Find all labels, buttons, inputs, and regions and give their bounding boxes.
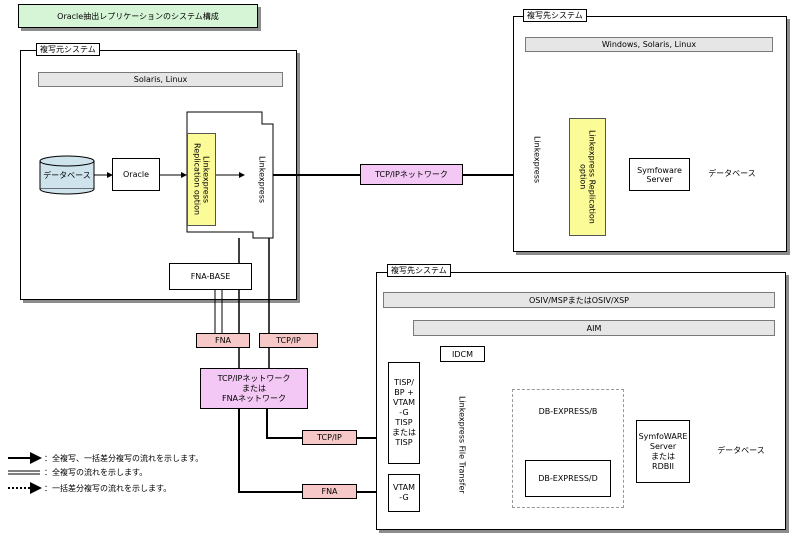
target-bottom-label: 複写先システム <box>387 264 451 277</box>
source-db-text: データベース <box>43 170 91 180</box>
db-express-b-text: DB-EXPRESS/B <box>538 406 598 416</box>
tisp-line: TISP <box>395 438 413 447</box>
target-top-db-label: データベース <box>703 164 761 182</box>
idcm-text: IDCM <box>451 349 473 359</box>
combined-network-line1: TCP/IPネットワーク <box>217 373 291 383</box>
target-top-replication-option: Linkexpress Replication option <box>569 118 606 236</box>
fna-tag-top-text: FNA <box>214 336 232 345</box>
tcpip-tag-bottom: TCP/IP <box>302 430 357 445</box>
tisp-line: BP + <box>394 388 414 397</box>
oracle-box: Oracle <box>112 158 160 191</box>
server-line: または <box>651 451 675 461</box>
diagram-title: Oracle抽出レプリケーションのシステム構成 <box>18 4 258 28</box>
fna-tag-bottom-text: FNA <box>321 487 338 496</box>
tisp-line: または <box>392 428 416 437</box>
source-linkexpress-text: Linkexpress <box>257 156 267 204</box>
tcpip-network-box: TCP/IPネットワーク <box>360 164 463 185</box>
server-line: RDBII <box>652 461 674 471</box>
source-system-label: 複写元システム <box>36 43 100 56</box>
db-express-b-label: DB-EXPRESS/B <box>512 404 624 418</box>
tisp-line: TISP <box>395 418 413 427</box>
vtam-line: VTAM <box>392 483 416 492</box>
server-line: Server <box>649 441 677 451</box>
vtam-line: -G <box>399 493 409 502</box>
target-top-panel <box>513 16 787 252</box>
source-os-text: Solaris, Linux <box>133 75 188 84</box>
diagram-title-text: Oracle抽出レプリケーションのシステム構成 <box>57 11 219 21</box>
source-db-cylinder <box>39 155 95 195</box>
fna-base-box: FNA-BASE <box>169 263 252 290</box>
source-os-bar: Solaris, Linux <box>38 72 283 87</box>
target-top-os-text: Windows, Solaris, Linux <box>601 40 697 49</box>
source-linkexpress-label: Linkexpress <box>252 125 272 235</box>
tcpip-tag-bottom-text: TCP/IP <box>317 433 342 442</box>
oracle-text: Oracle <box>122 170 150 179</box>
target-top-server-line2: Server <box>646 174 673 184</box>
aim-text: AIM <box>586 323 602 333</box>
target-top-db-text: データベース <box>708 168 756 178</box>
combined-network-line2: または <box>242 383 266 393</box>
file-transfer-text: Linkexpress File Transfer <box>457 396 467 494</box>
idcm-box: IDCM <box>440 346 485 362</box>
legend-item-full: ：全複写の流れを示します。 <box>44 468 148 477</box>
source-replication-option: Linkexpress Replication option <box>187 133 216 226</box>
source-db-label: データベース <box>40 166 94 184</box>
target-bottom-os-bar: OSIV/MSPまたはOSIV/XSP <box>383 292 775 308</box>
target-bottom-db-label: データベース <box>711 441 771 459</box>
tcpip-tag-top-text: TCP/IP <box>276 336 301 345</box>
fna-tag-bottom: FNA <box>302 484 357 499</box>
target-bottom-db-text: データベース <box>717 445 765 455</box>
aim-bar: AIM <box>413 320 775 336</box>
target-bottom-server-box: SymfoWARE Server または RDBII <box>636 420 690 483</box>
tisp-line: -G <box>399 408 409 417</box>
target-bottom-os-text: OSIV/MSPまたはOSIV/XSP <box>529 295 629 305</box>
combined-network-box: TCP/IPネットワーク または FNAネットワーク <box>200 368 308 409</box>
legend-item-full-and-diff: ：全複写、一括差分複写の流れを示します。 <box>44 454 204 463</box>
fna-tag-top: FNA <box>196 333 250 348</box>
target-top-os-bar: Windows, Solaris, Linux <box>525 37 773 52</box>
legend-item-diff: ：一括差分複写の流れを示します。 <box>44 484 172 493</box>
tisp-box: TISP/ BP + VTAM -G TISP または TISP <box>388 362 420 464</box>
target-top-replication-text: Linkexpress Replication option <box>578 130 597 224</box>
tcpip-tag-top: TCP/IP <box>259 333 318 348</box>
source-replication-text: Linkexpress Replication option <box>192 143 211 216</box>
target-top-server-box: Symfoware Server <box>629 158 690 191</box>
target-top-server-line1: Symfoware <box>637 165 682 175</box>
db-express-d-box: DB-EXPRESS/D <box>525 460 611 497</box>
target-top-linkexpress-label: Linkexpress <box>526 90 548 230</box>
fna-base-text: FNA-BASE <box>190 272 231 281</box>
file-transfer-label: Linkexpress File Transfer <box>442 380 482 510</box>
target-top-linkexpress-text: Linkexpress <box>532 136 542 184</box>
vtam-box: VTAM -G <box>388 474 420 512</box>
target-top-label: 複写先システム <box>523 9 587 22</box>
db-express-frame <box>512 389 624 508</box>
server-line: SymfoWARE <box>638 431 688 441</box>
tisp-line: TISP/ <box>394 378 414 387</box>
db-express-d-text: DB-EXPRESS/D <box>538 474 598 483</box>
tisp-line: VTAM <box>392 398 416 407</box>
combined-network-line3: FNAネットワーク <box>221 393 287 403</box>
tcpip-network-text: TCP/IPネットワーク <box>375 170 448 179</box>
